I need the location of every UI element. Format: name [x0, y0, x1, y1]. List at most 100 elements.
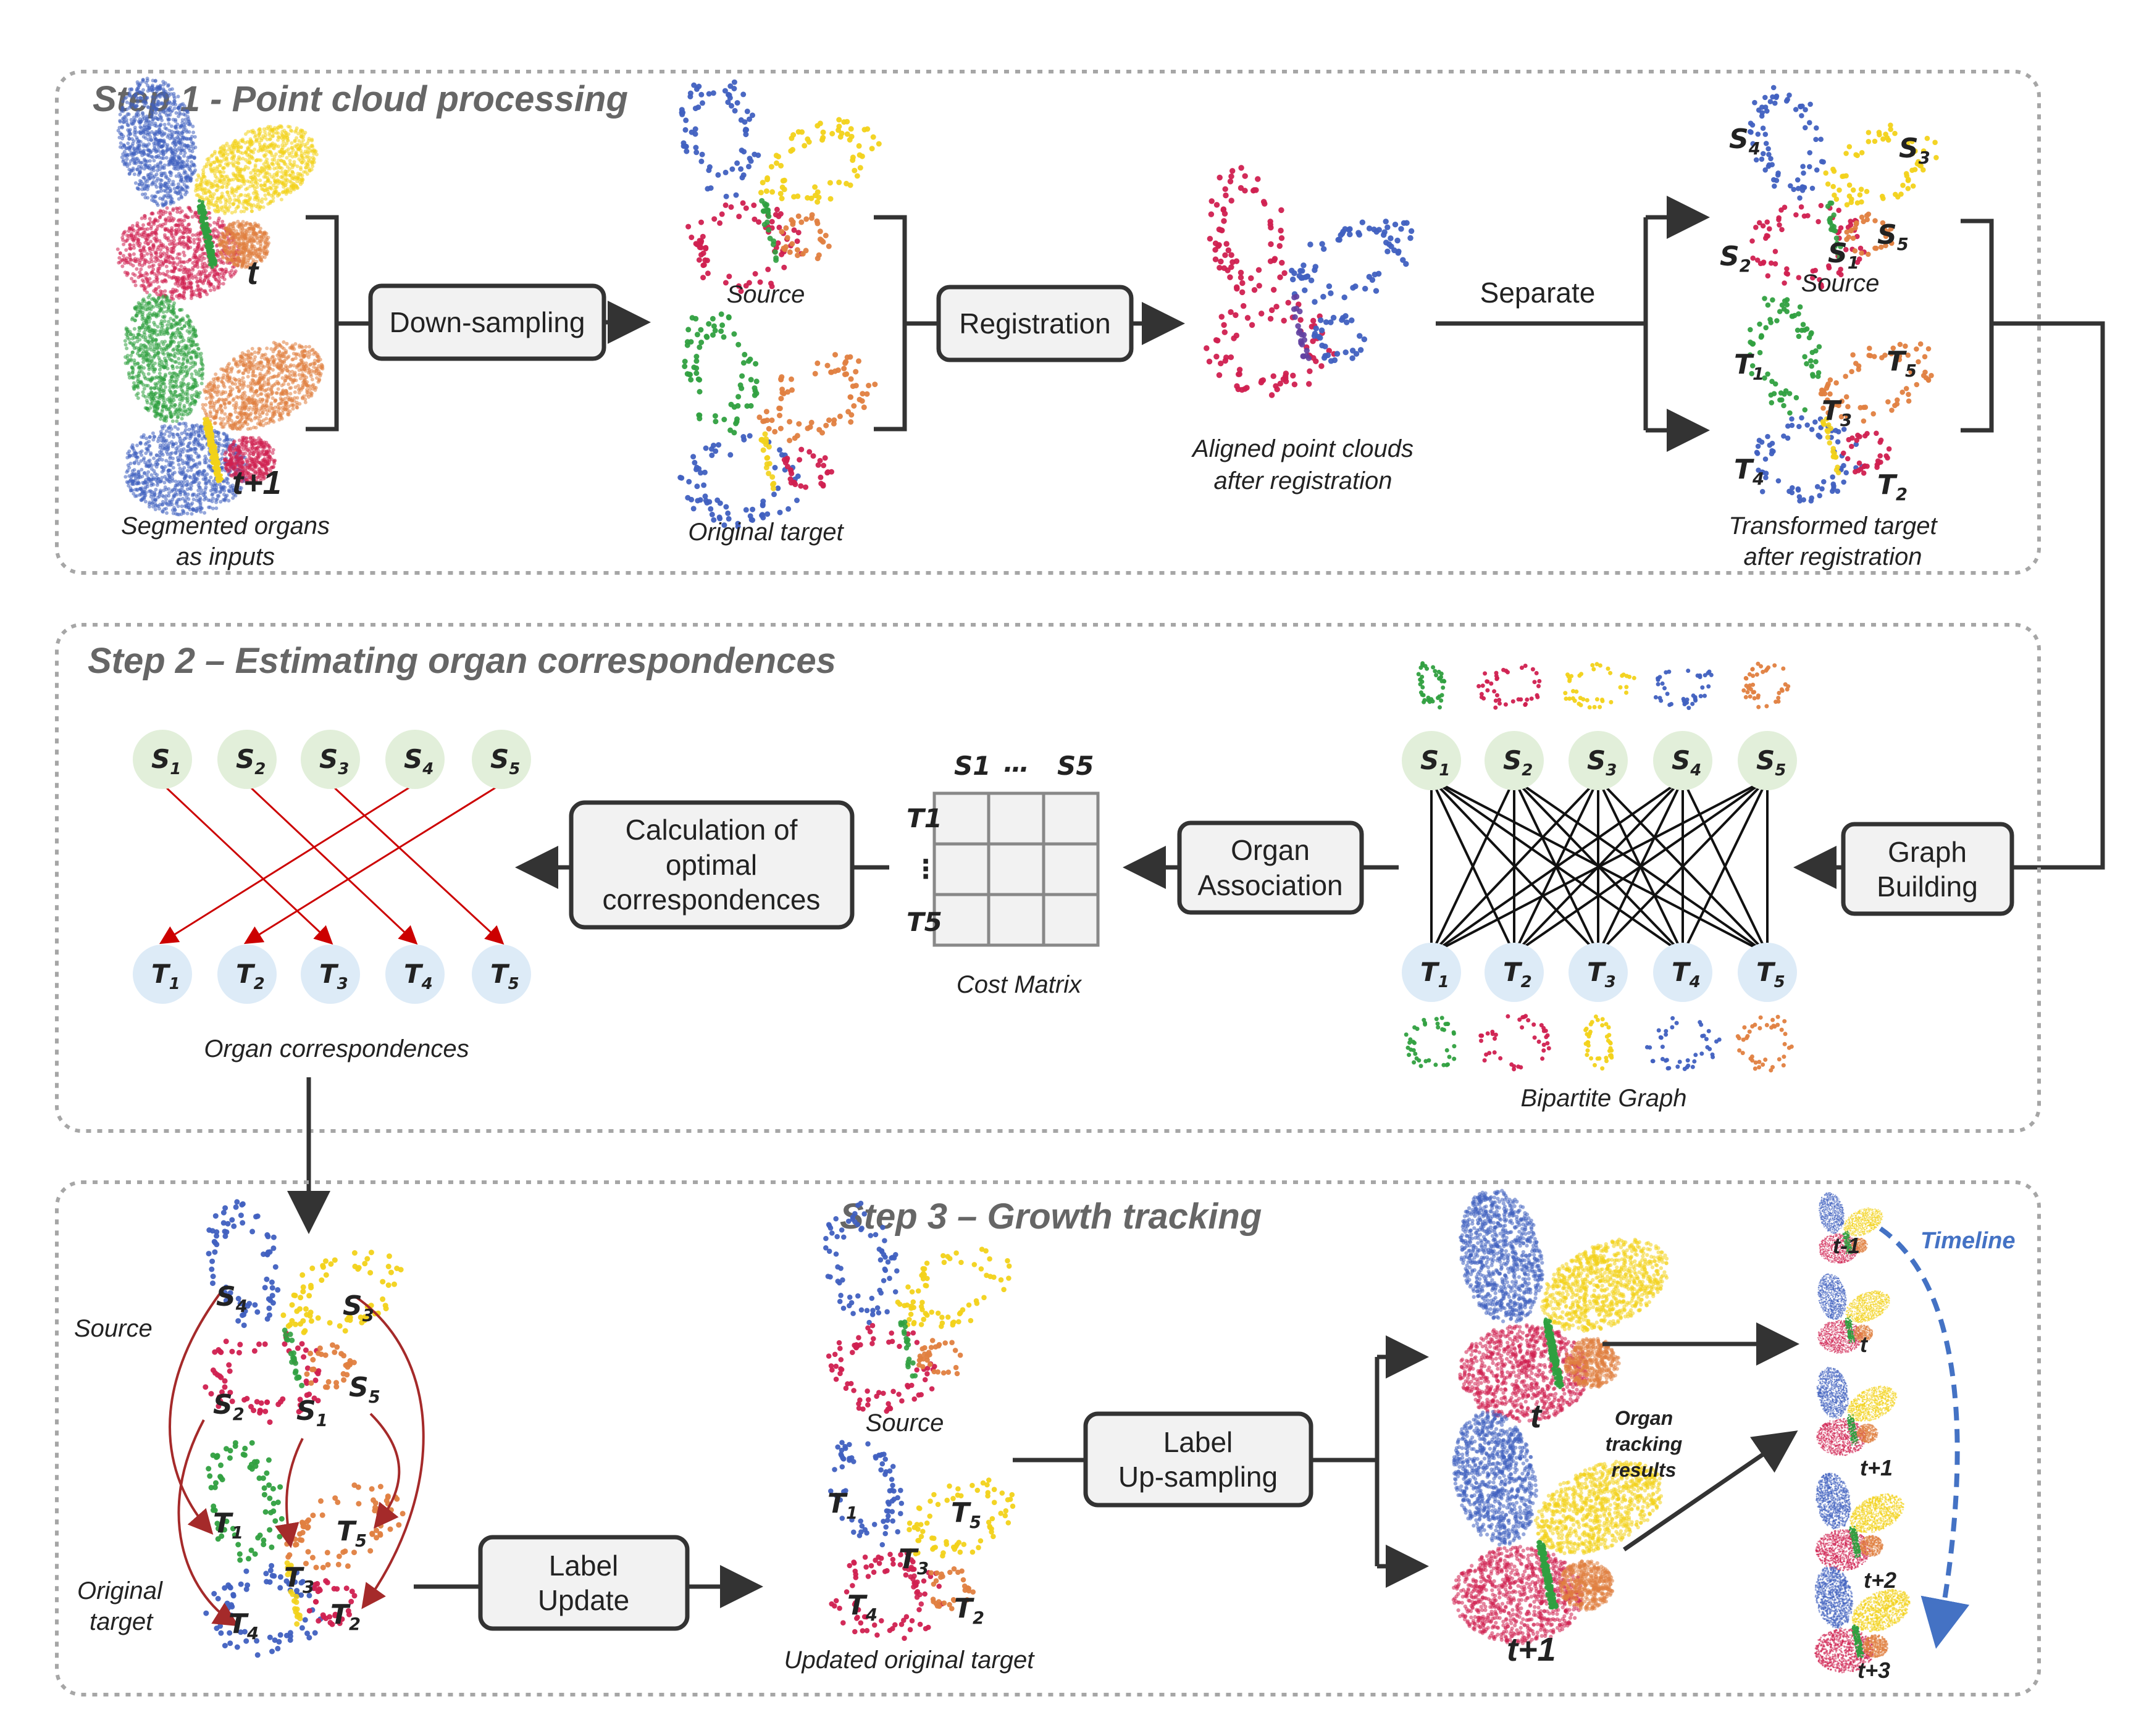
point [141, 193, 144, 196]
point [189, 137, 193, 141]
point [166, 117, 170, 121]
point [151, 95, 154, 99]
point [124, 96, 128, 99]
point [133, 130, 136, 134]
point [185, 146, 188, 149]
point [149, 150, 153, 154]
point [159, 139, 163, 143]
point [185, 128, 188, 132]
point [136, 100, 140, 104]
point [138, 125, 142, 129]
point [170, 183, 174, 186]
point [191, 131, 195, 135]
step1-title: Step 1 - Point cloud processing [93, 79, 628, 119]
point [139, 91, 143, 94]
point [159, 186, 163, 190]
point [155, 172, 159, 176]
point [146, 184, 150, 188]
point [159, 123, 162, 127]
point [151, 114, 154, 117]
point [143, 187, 146, 191]
point [186, 186, 190, 190]
point [189, 144, 193, 148]
point [123, 150, 127, 154]
point [133, 146, 136, 150]
point [154, 195, 157, 199]
point [188, 149, 192, 152]
point [154, 96, 158, 99]
point [186, 115, 190, 119]
point [173, 96, 177, 100]
point [127, 123, 130, 127]
point [130, 94, 133, 98]
point [164, 202, 167, 206]
point [169, 101, 172, 105]
point [136, 80, 140, 84]
point [150, 130, 154, 134]
point [167, 94, 171, 98]
point [122, 115, 126, 119]
point [151, 156, 154, 159]
point [143, 196, 147, 199]
point [157, 128, 161, 131]
point [169, 196, 173, 200]
point [160, 156, 164, 160]
point [288, 173, 292, 177]
point [168, 129, 172, 133]
point [171, 152, 175, 156]
point [144, 131, 148, 135]
point [169, 106, 172, 109]
point [150, 123, 154, 127]
point [169, 189, 173, 193]
point [163, 123, 167, 127]
point [136, 186, 140, 190]
point [128, 88, 132, 91]
point [140, 165, 143, 169]
point [152, 117, 156, 121]
point [119, 113, 122, 117]
point [166, 84, 170, 88]
point [172, 92, 176, 96]
point [173, 144, 177, 148]
point [125, 157, 129, 161]
point [184, 179, 188, 183]
point [159, 161, 162, 164]
point [164, 111, 167, 115]
point [168, 88, 172, 91]
point [177, 94, 180, 98]
point [164, 194, 168, 198]
point [207, 206, 211, 210]
point [142, 135, 146, 139]
point [158, 95, 162, 99]
point [118, 119, 122, 123]
point [174, 120, 177, 123]
point [159, 102, 163, 106]
point [154, 130, 158, 133]
point [131, 102, 135, 106]
point [134, 182, 138, 185]
point [165, 143, 169, 147]
point [186, 159, 190, 163]
point [165, 183, 169, 186]
point [176, 186, 180, 190]
point [157, 86, 161, 90]
point [145, 115, 149, 119]
point [136, 86, 140, 90]
point [161, 198, 164, 201]
point [183, 125, 186, 129]
point [179, 185, 183, 189]
point [128, 106, 132, 110]
point [188, 123, 191, 127]
point [144, 165, 148, 169]
point [168, 162, 172, 165]
point [180, 124, 183, 128]
point [182, 165, 186, 169]
point [181, 137, 185, 141]
point [121, 99, 125, 103]
point [138, 143, 141, 147]
point [172, 140, 176, 144]
point [162, 83, 165, 86]
point [159, 173, 163, 177]
point [156, 191, 159, 194]
